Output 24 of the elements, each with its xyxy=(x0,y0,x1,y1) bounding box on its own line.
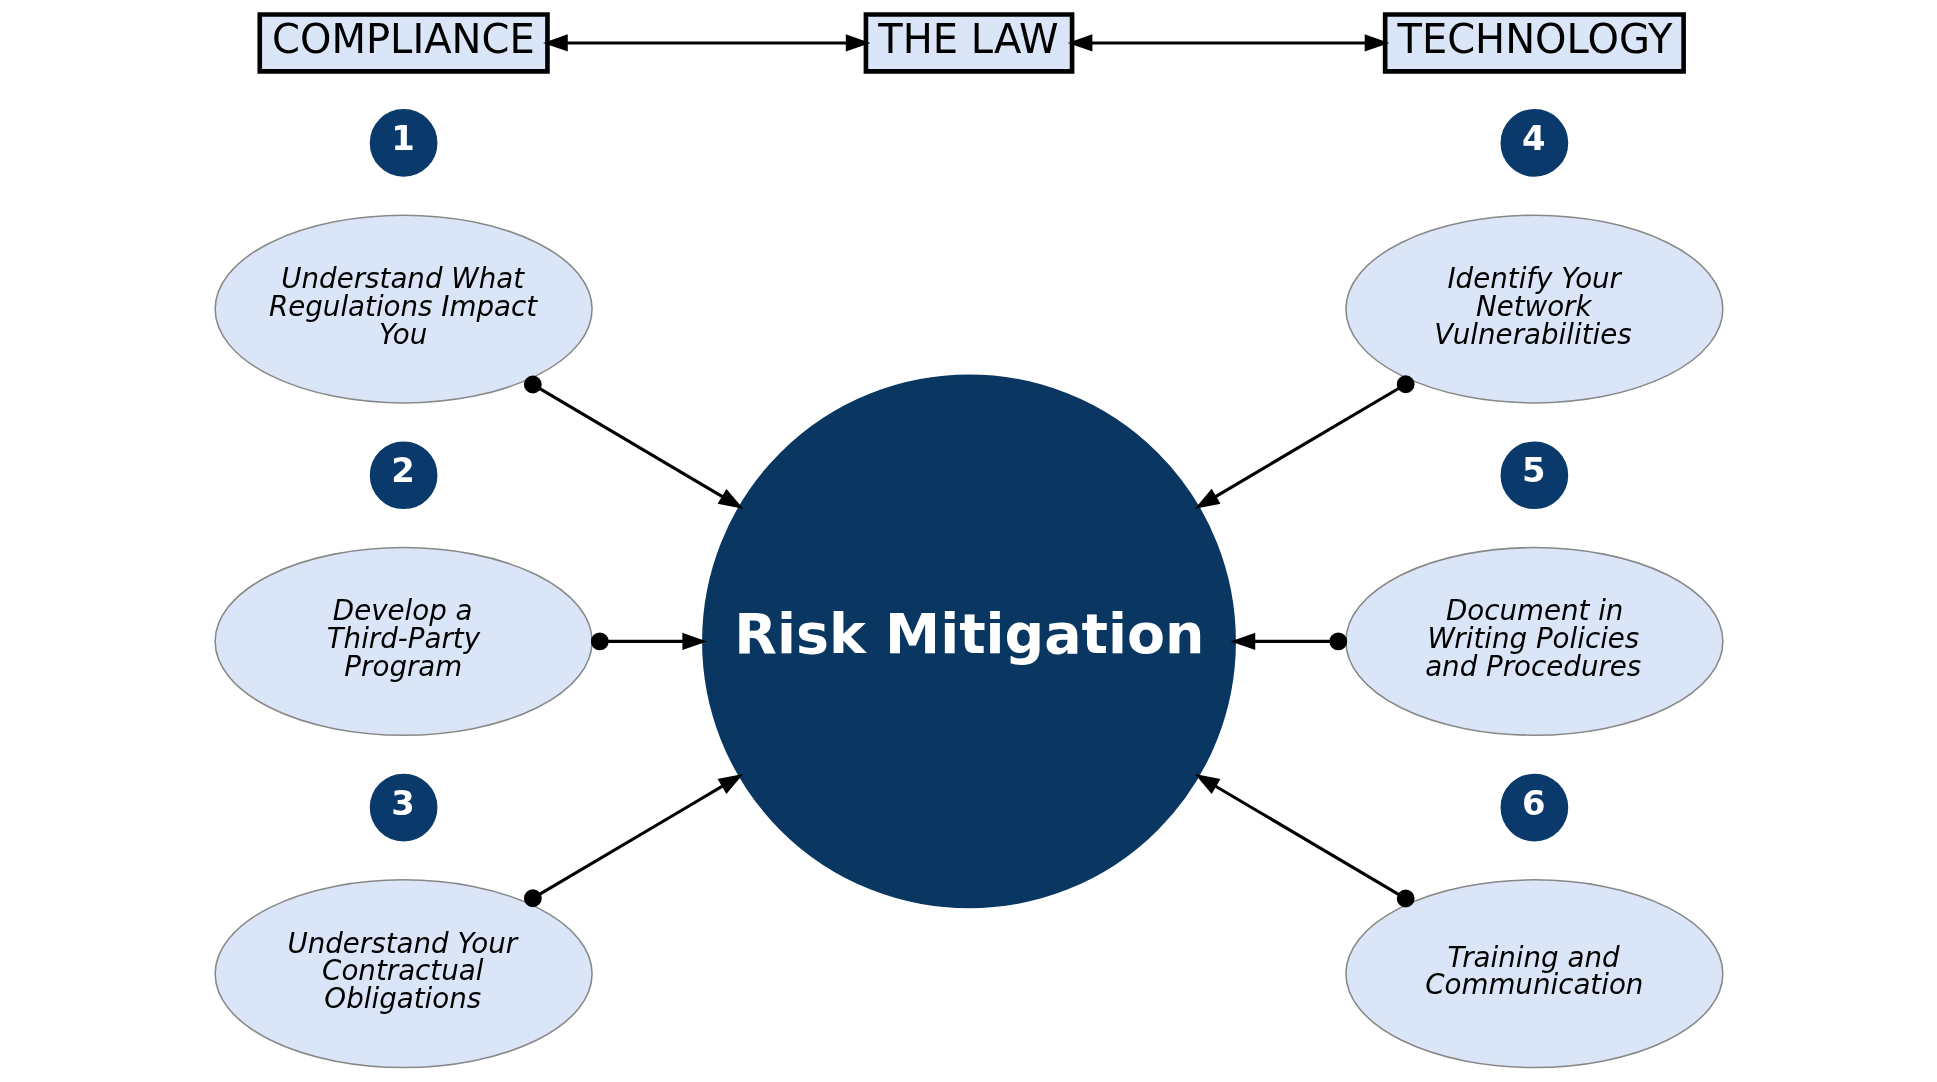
arrow xyxy=(523,773,743,908)
node-box: THE LAW xyxy=(863,12,1074,74)
node-circle: 5 xyxy=(1500,441,1568,510)
node-ellipse: Understand What Regulations Impact You xyxy=(213,214,593,404)
node-circle: 4 xyxy=(1500,109,1568,177)
node-circle: 2 xyxy=(369,441,437,510)
node-ellipse: Document in Writing Policies and Procedures xyxy=(1344,546,1724,736)
arrow xyxy=(1230,632,1347,651)
node-ellipse: Understand Your Contractual Obligations xyxy=(213,879,593,1069)
arrow xyxy=(1194,773,1415,908)
node-circle: 6 xyxy=(1500,773,1568,842)
node-box: TECHNOLOGY xyxy=(1382,12,1686,74)
node-ellipse: Identify Your Network Vulnerabilities xyxy=(1344,214,1724,404)
node-circle: Risk Mitigation xyxy=(701,374,1236,909)
arrow xyxy=(1067,34,1389,52)
arrow xyxy=(523,375,743,509)
node-ellipse: Training and Communication xyxy=(1344,879,1724,1069)
node-ellipse: Develop a Third-Party Program xyxy=(213,546,593,736)
node-box: COMPLIANCE xyxy=(256,12,550,74)
arrow xyxy=(542,34,870,52)
arrow xyxy=(590,632,707,651)
node-circle: 3 xyxy=(369,773,437,842)
node-circle: 1 xyxy=(369,109,437,177)
arrow xyxy=(1194,375,1415,509)
